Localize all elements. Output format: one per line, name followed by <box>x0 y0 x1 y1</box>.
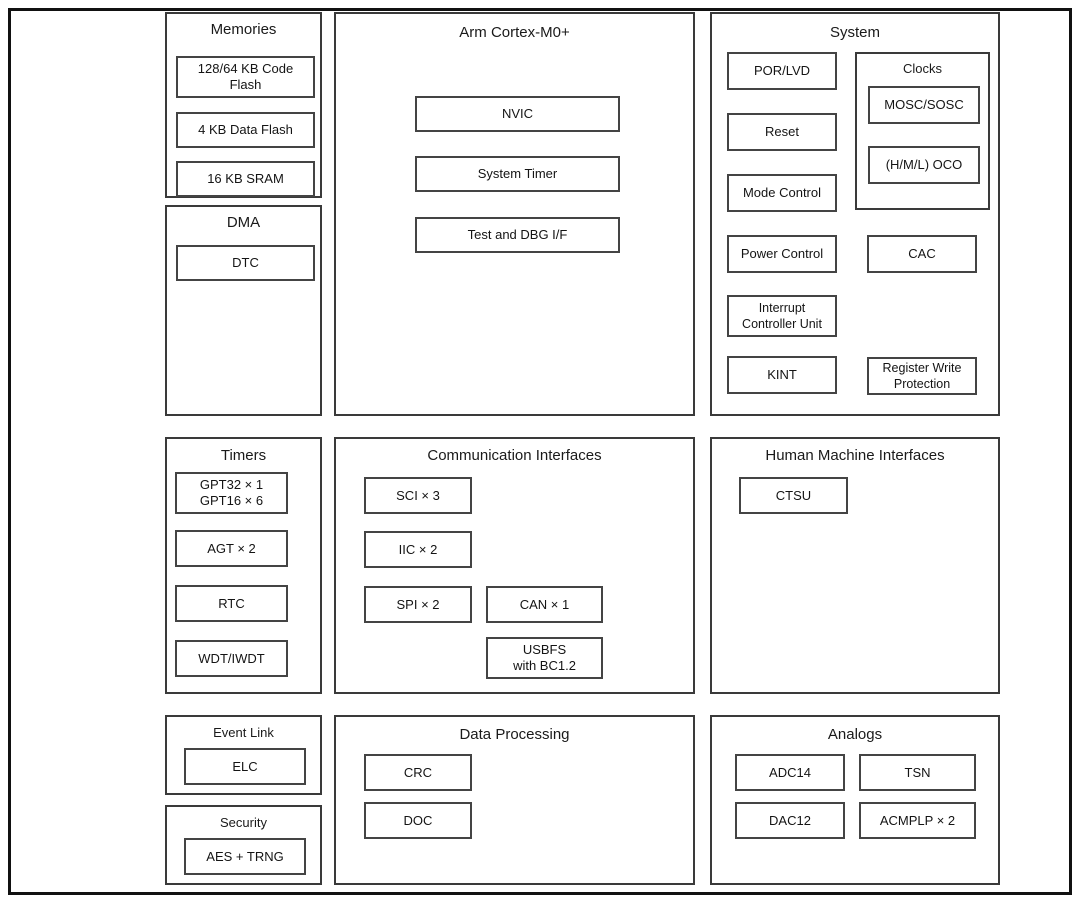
block-agt: AGT × 2 <box>175 530 288 567</box>
panel-communication-interfaces-title: Communication Interfaces <box>427 447 602 464</box>
panel-memories: Memories 128/64 KB Code Flash 4 KB Data … <box>165 12 322 198</box>
panel-cpu-title: Arm Cortex-M0+ <box>459 24 570 41</box>
block-wdt-iwdt: WDT/IWDT <box>175 640 288 677</box>
block-data-flash: 4 KB Data Flash <box>176 112 315 148</box>
block-hml-oco: (H/M/L) OCO <box>868 146 980 184</box>
block-ctsu: CTSU <box>739 477 848 514</box>
block-sram: 16 KB SRAM <box>176 161 315 197</box>
block-register-write-protection: Register Write Protection <box>867 357 977 395</box>
panel-system: System POR/LVD Reset Mode Control Power … <box>710 12 1000 416</box>
subpanel-clocks: Clocks MOSC/SOSC (H/M/L) OCO <box>855 52 990 210</box>
block-mode-control: Mode Control <box>727 174 837 212</box>
panel-data-processing-title: Data Processing <box>459 726 570 743</box>
block-rtc: RTC <box>175 585 288 622</box>
panel-cpu: Arm Cortex-M0+ NVIC System Timer Test an… <box>334 12 695 416</box>
block-por-lvd: POR/LVD <box>727 52 837 90</box>
panel-security: Security AES + TRNG <box>165 805 322 885</box>
panel-memories-title: Memories <box>210 21 277 38</box>
block-interrupt-controller-unit: Interrupt Controller Unit <box>727 295 837 337</box>
panel-event-link: Event Link ELC <box>165 715 322 795</box>
block-can: CAN × 1 <box>486 586 603 623</box>
block-gpt: GPT32 × 1 GPT16 × 6 <box>175 472 288 514</box>
block-mosc-sosc: MOSC/SOSC <box>868 86 980 124</box>
block-elc: ELC <box>184 748 306 785</box>
block-adc14: ADC14 <box>735 754 845 791</box>
panel-event-link-title: Event Link <box>213 725 274 740</box>
block-spi: SPI × 2 <box>364 586 472 623</box>
panel-communication-interfaces: Communication Interfaces SCI × 3 IIC × 2… <box>334 437 695 694</box>
panel-analogs: Analogs ADC14 TSN DAC12 ACMPLP × 2 <box>710 715 1000 885</box>
block-power-control: Power Control <box>727 235 837 273</box>
panel-dma: DMA DTC <box>165 205 322 416</box>
block-crc: CRC <box>364 754 472 791</box>
panel-timers: Timers GPT32 × 1 GPT16 × 6 AGT × 2 RTC W… <box>165 437 322 694</box>
subpanel-clocks-title: Clocks <box>902 61 942 76</box>
panel-dma-title: DMA <box>226 214 261 231</box>
block-system-timer: System Timer <box>415 156 620 192</box>
block-usbfs: USBFS with BC1.2 <box>486 637 603 679</box>
block-acmplp: ACMPLP × 2 <box>859 802 976 839</box>
panel-human-machine-interfaces: Human Machine Interfaces CTSU <box>710 437 1000 694</box>
panel-system-title: System <box>829 24 880 41</box>
block-cac: CAC <box>867 235 977 273</box>
block-reset: Reset <box>727 113 837 151</box>
block-test-dbg-if: Test and DBG I/F <box>415 217 620 253</box>
block-sci: SCI × 3 <box>364 477 472 514</box>
block-nvic: NVIC <box>415 96 620 132</box>
panel-human-machine-interfaces-title: Human Machine Interfaces <box>765 447 945 464</box>
block-tsn: TSN <box>859 754 976 791</box>
panel-data-processing: Data Processing CRC DOC <box>334 715 695 885</box>
block-aes-trng: AES + TRNG <box>184 838 306 875</box>
panel-timers-title: Timers <box>220 447 267 464</box>
panel-analogs-title: Analogs <box>827 726 883 743</box>
block-code-flash: 128/64 KB Code Flash <box>176 56 315 98</box>
block-dtc: DTC <box>176 245 315 281</box>
block-kint: KINT <box>727 356 837 394</box>
block-doc: DOC <box>364 802 472 839</box>
panel-security-title: Security <box>220 815 267 830</box>
block-dac12: DAC12 <box>735 802 845 839</box>
block-iic: IIC × 2 <box>364 531 472 568</box>
